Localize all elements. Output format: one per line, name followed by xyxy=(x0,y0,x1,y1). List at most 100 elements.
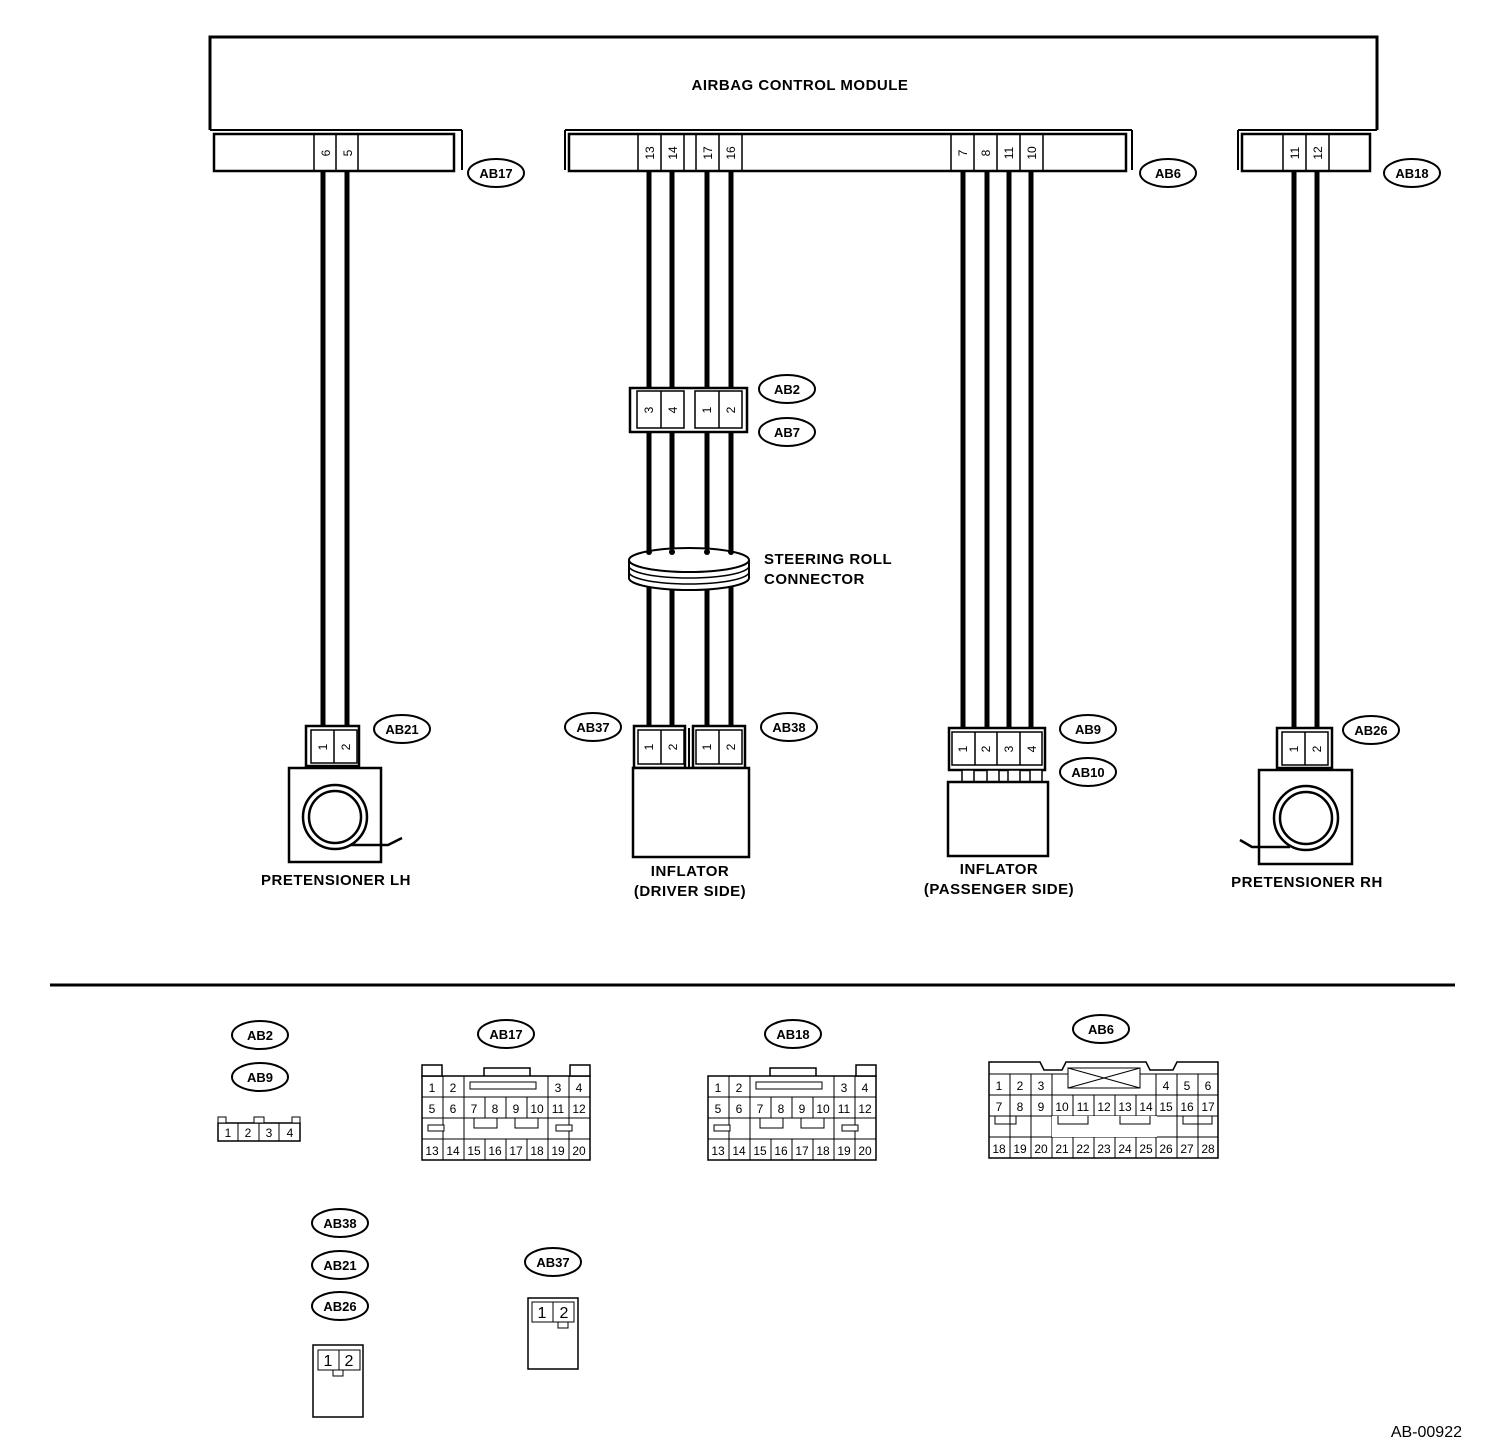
module-connector-ab18: 11 12 xyxy=(1240,132,1372,173)
svg-text:21: 21 xyxy=(1055,1142,1069,1156)
svg-text:13: 13 xyxy=(425,1144,439,1158)
svg-text:9: 9 xyxy=(1038,1100,1045,1114)
module-connector-ab6: 13 14 17 16 7 8 11 10 xyxy=(567,132,1128,173)
svg-text:6: 6 xyxy=(450,1102,457,1116)
svg-text:10: 10 xyxy=(1055,1100,1069,1114)
airbag-control-module: AIRBAG CONTROL MODULE xyxy=(208,35,1379,170)
svg-text:16: 16 xyxy=(1180,1100,1194,1114)
tag-ab21: AB21 xyxy=(373,714,431,744)
pin-label: 7 xyxy=(956,149,970,156)
svg-text:AB17: AB17 xyxy=(479,166,512,181)
svg-text:4: 4 xyxy=(1163,1079,1170,1093)
inflator-driver-label-line2: (DRIVER SIDE) xyxy=(634,883,746,900)
svg-text:AB38: AB38 xyxy=(772,720,805,735)
pin-label: 2 xyxy=(339,743,353,750)
pin-label: 2 xyxy=(666,743,680,750)
svg-text:AB38: AB38 xyxy=(323,1216,356,1231)
pin-label: 14 xyxy=(666,146,680,160)
pin-label: 16 xyxy=(724,146,738,160)
legend-ab2-ab9: AB2 AB9 1 2 3 4 xyxy=(217,1020,301,1142)
svg-text:AB6: AB6 xyxy=(1155,166,1181,181)
svg-text:24: 24 xyxy=(1118,1142,1132,1156)
svg-text:9: 9 xyxy=(799,1102,806,1116)
svg-text:18: 18 xyxy=(816,1144,830,1158)
pin-label: 4 xyxy=(1025,745,1039,752)
svg-text:AB26: AB26 xyxy=(323,1299,356,1314)
svg-text:AB37: AB37 xyxy=(576,720,609,735)
svg-text:AB9: AB9 xyxy=(1075,722,1101,737)
svg-text:3: 3 xyxy=(555,1081,562,1095)
svg-text:1: 1 xyxy=(429,1081,436,1095)
pin-label: 5 xyxy=(341,149,355,156)
svg-text:2: 2 xyxy=(560,1305,569,1322)
pin-label: 2 xyxy=(724,743,738,750)
inflator-passenger-side: 1 2 3 4 INFLATOR (PASSENGER SIDE) xyxy=(924,726,1074,898)
tag-ab2: AB2 xyxy=(758,374,816,404)
tag-ab6: AB6 xyxy=(1139,158,1197,188)
svg-text:3: 3 xyxy=(1038,1079,1045,1093)
tag-ab18: AB18 xyxy=(1383,158,1441,188)
steering-roll-connector: STEERING ROLL CONNECTOR xyxy=(628,547,892,591)
svg-text:25: 25 xyxy=(1139,1142,1153,1156)
pin-label: 1 xyxy=(642,743,656,750)
pin-label: 4 xyxy=(666,406,680,413)
svg-text:6: 6 xyxy=(736,1102,743,1116)
pin-label: 1 xyxy=(700,743,714,750)
svg-text:12: 12 xyxy=(858,1102,872,1116)
inline-connector-ab2-ab7: 3 4 1 2 xyxy=(628,386,749,434)
svg-text:12: 12 xyxy=(1097,1100,1111,1114)
svg-text:28: 28 xyxy=(1201,1142,1215,1156)
tag-ab9: AB9 xyxy=(1059,714,1117,744)
svg-text:26: 26 xyxy=(1159,1142,1173,1156)
pin-label: 8 xyxy=(979,149,993,156)
svg-text:18: 18 xyxy=(992,1142,1006,1156)
svg-text:7: 7 xyxy=(996,1100,1003,1114)
svg-text:7: 7 xyxy=(471,1102,478,1116)
svg-text:AB9: AB9 xyxy=(247,1070,273,1085)
inflator-driver-label-line1: INFLATOR xyxy=(651,863,729,880)
svg-text:1: 1 xyxy=(996,1079,1003,1093)
svg-text:15: 15 xyxy=(467,1144,481,1158)
svg-text:1: 1 xyxy=(324,1353,333,1370)
tag-ab26: AB26 xyxy=(1342,715,1400,745)
svg-text:4: 4 xyxy=(287,1126,294,1140)
svg-text:AB6: AB6 xyxy=(1088,1022,1114,1037)
pretensioner-lh-label: PRETENSIONER LH xyxy=(261,872,411,889)
legend-ab6: AB6 1 2 3 4 5 6 7 8 9 10 11 12 13 xyxy=(988,1014,1219,1159)
svg-text:11: 11 xyxy=(838,1102,851,1116)
pin-label: 10 xyxy=(1025,146,1039,160)
svg-text:17: 17 xyxy=(1201,1100,1215,1114)
legend-two-pin: AB38 AB21 AB26 1 2 xyxy=(311,1208,369,1418)
pin-label: 13 xyxy=(643,146,657,160)
svg-text:4: 4 xyxy=(576,1081,583,1095)
module-title: AIRBAG CONTROL MODULE xyxy=(692,77,909,94)
tag-ab38: AB38 xyxy=(760,712,818,742)
svg-text:1: 1 xyxy=(715,1081,722,1095)
svg-text:20: 20 xyxy=(572,1144,586,1158)
pin-label: 2 xyxy=(979,745,993,752)
svg-text:19: 19 xyxy=(837,1144,851,1158)
svg-text:AB18: AB18 xyxy=(1395,166,1428,181)
pin-label: 11 xyxy=(1288,146,1302,159)
svg-text:14: 14 xyxy=(732,1144,746,1158)
svg-text:17: 17 xyxy=(509,1144,523,1158)
svg-text:9: 9 xyxy=(513,1102,520,1116)
pin-label: 6 xyxy=(319,149,333,156)
svg-text:15: 15 xyxy=(1159,1100,1173,1114)
svg-text:2: 2 xyxy=(245,1126,252,1140)
svg-text:17: 17 xyxy=(795,1144,809,1158)
svg-text:AB21: AB21 xyxy=(323,1258,356,1273)
svg-text:3: 3 xyxy=(266,1126,273,1140)
svg-text:14: 14 xyxy=(1139,1100,1153,1114)
pin-label: 1 xyxy=(316,743,330,750)
svg-text:13: 13 xyxy=(1118,1100,1132,1114)
svg-text:7: 7 xyxy=(757,1102,764,1116)
pin-label: 2 xyxy=(1310,745,1324,752)
pin-label: 3 xyxy=(1002,745,1016,752)
svg-text:1: 1 xyxy=(225,1126,232,1140)
svg-text:2: 2 xyxy=(1017,1079,1024,1093)
svg-text:8: 8 xyxy=(1017,1100,1024,1114)
pin-label: 1 xyxy=(1287,745,1301,752)
wires xyxy=(320,171,1320,730)
